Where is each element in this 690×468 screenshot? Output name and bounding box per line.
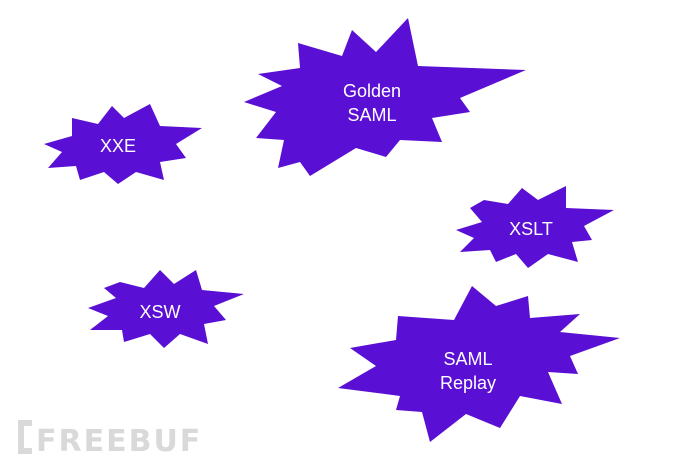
burst-shape xyxy=(88,270,244,348)
burst-shape xyxy=(44,104,202,184)
burst-saml-replay: SAML Replay xyxy=(338,286,620,442)
burst-xxe: XXE xyxy=(44,104,202,184)
burst-shape xyxy=(456,186,614,268)
burst-label-line-1: SAML xyxy=(443,349,492,369)
burst-label-line-2: SAML xyxy=(347,105,396,125)
burst-shape xyxy=(244,18,526,176)
bracket-logo-icon xyxy=(18,420,32,454)
watermark: FREEBUF xyxy=(18,420,202,459)
burst-label-line-2: Replay xyxy=(440,373,496,393)
burst-label-line-1: Golden xyxy=(343,81,401,101)
burst-xslt: XSLT xyxy=(456,186,614,268)
burst-label-line-1: XSLT xyxy=(509,219,553,239)
burst-shape xyxy=(338,286,620,442)
burst-golden-saml: Golden SAML xyxy=(244,18,526,176)
burst-label-line-1: XXE xyxy=(100,136,136,156)
burst-xsw: XSW xyxy=(88,270,244,348)
watermark-text: FREEBUF xyxy=(36,424,202,459)
burst-label-line-1: XSW xyxy=(139,302,180,322)
